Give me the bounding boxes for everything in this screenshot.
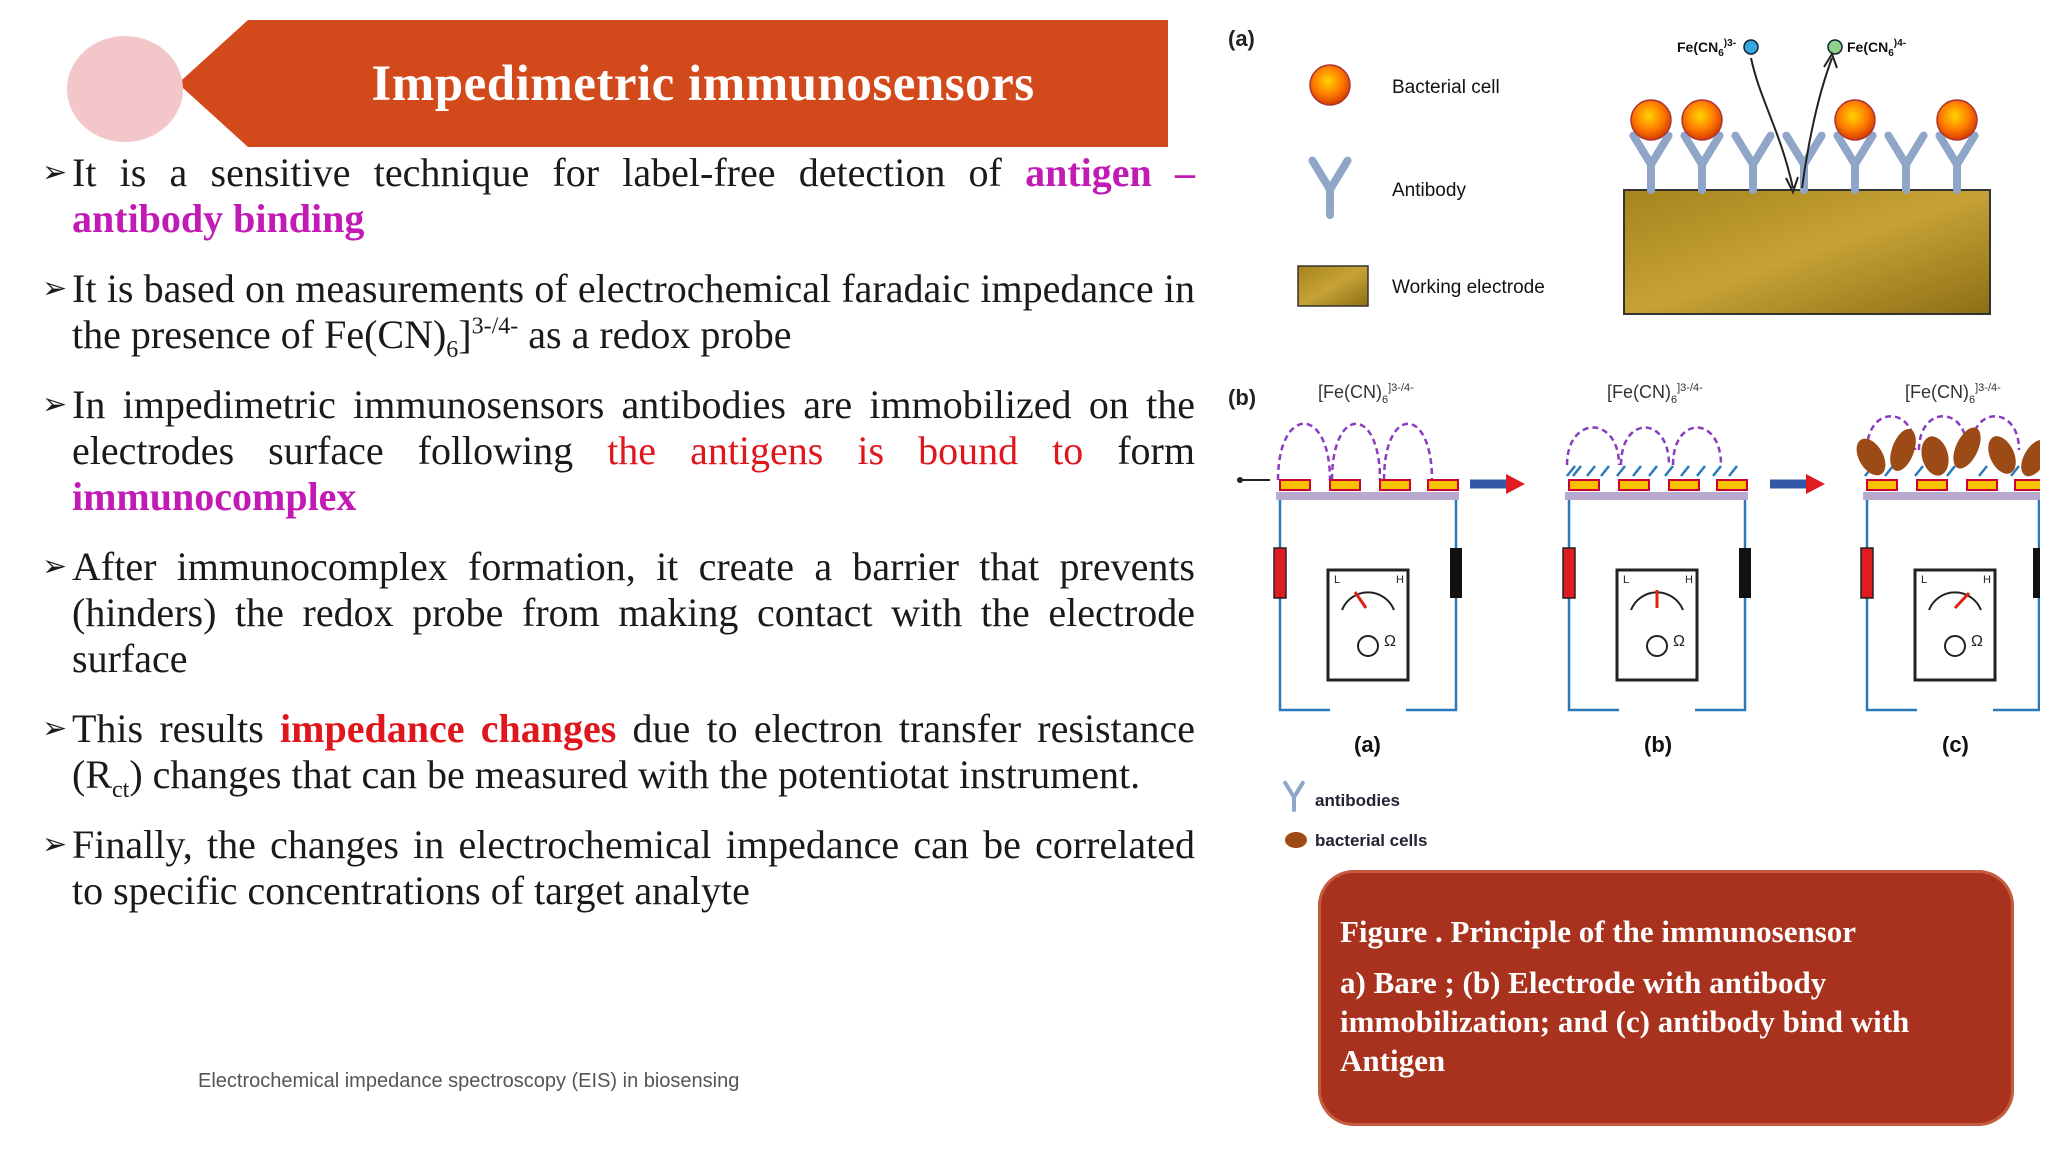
panel-b-label: (b) [1228,385,1256,410]
circuit-c: [Fe(CN)6]3-/4- L H Ω [1856,382,2040,712]
legend-antibodies-icon [1285,783,1303,810]
bullet-text: form [1083,428,1195,473]
svg-text:H: H [1983,574,1991,586]
bullet-text: ] [458,312,472,357]
svg-text:L: L [1334,574,1340,586]
svg-text:Ω: Ω [1384,633,1396,650]
bullet-text: In impedimetric immunosensors antibodies… [72,382,1195,473]
probe-arrow-out [1801,57,1833,189]
probe-ox-icon [1743,39,1759,55]
immunosensor-figure: (a) Bacterial cell Antibody Working elec… [1228,26,2040,850]
bullet-arrow-icon: ➢ [42,272,68,305]
legend-cell-icon [1309,64,1351,106]
legend-electrode-label: Working electrode [1392,277,1545,298]
bullet-highlight: the antigens is bound to [607,428,1084,473]
bullet-highlight: antigen – antibody binding [72,150,1195,241]
slide-title: Impedimetric immunosensors [371,55,1035,112]
probe-ox-label: Fe(CN6)3- [1677,38,1736,59]
svg-text:Ω: Ω [1673,633,1685,650]
step-label-c: (c) [1942,732,1969,757]
bullet-2: ➢ It is based on measurements of electro… [40,266,1195,362]
bullet-text: due to electron transfer resistance (R [72,706,1196,797]
subscript: 6 [446,337,459,363]
circuit-a: [Fe(CN)6]3-/4- L H Ω [1273,382,1462,712]
legend-antibody-label: Antibody [1392,180,1466,201]
caption-title: Figure . Principle of the immunosensor [1340,914,1857,949]
svg-text:H: H [1396,574,1404,586]
legend-cells-icon [1285,832,1307,848]
svg-text:L: L [1623,574,1629,586]
bullet-highlight: immunocomplex [72,474,357,519]
bullet-text: This results [72,706,281,751]
antibody-row [1633,136,1974,190]
bullet-3: ➢ In impedimetric immunosensors antibodi… [40,382,1195,520]
redox-label: [Fe(CN)6]3-/4- [1318,382,1414,406]
bullet-text: It is a sensitive technique for label-fr… [72,150,1026,195]
figure-caption: Figure . Principle of the immunosensor a… [1318,870,2014,1126]
bullet-arrow-icon: ➢ [42,828,68,861]
bullet-arrow-icon: ➢ [42,712,68,745]
bacterial-cells [1630,99,1978,141]
svg-text:L: L [1921,574,1927,586]
svg-text:Ω: Ω [1971,633,1983,650]
caption-body: a) Bare ; (b) Electrode with antibody im… [1340,965,1910,1078]
bullet-text: as a redox probe [518,312,792,357]
panel-a-label: (a) [1228,26,1255,51]
legend-antibody-icon [1312,161,1347,215]
bullet-6: ➢ Finally, the changes in electrochemica… [40,822,1195,914]
legend-antibodies-label: antibodies [1315,791,1400,810]
svg-text:H: H [1685,574,1693,586]
bullet-text: After immunocomplex formation, it create… [72,544,1195,681]
probe-arrow-in [1750,57,1794,189]
subscript: ct [112,777,130,803]
svg-text:[Fe(CN)6]3-/4-: [Fe(CN)6]3-/4- [1905,382,2001,406]
bullet-text: ) changes that can be measured with the … [129,752,1141,797]
bullet-highlight: impedance changes [280,706,617,751]
bullet-arrow-icon: ➢ [42,550,68,583]
slide-footer: Electrochemical impedance spectroscopy (… [198,1070,740,1092]
working-electrode [1623,189,1991,315]
bullet-text: Finally, the changes in electrochemical … [72,822,1195,913]
bullet-list: ➢ It is a sensitive technique for label-… [40,150,1195,938]
legend-cell-label: Bacterial cell [1392,77,1500,98]
decorative-circle [67,36,183,142]
probe-red-label: Fe(CN6)4- [1847,38,1906,59]
bullet-arrow-icon: ➢ [42,156,68,189]
step-label-b: (b) [1644,732,1672,757]
legend-electrode-icon [1297,265,1369,307]
bullet-5: ➢ This results impedance changes due to … [40,706,1196,802]
svg-text:[Fe(CN)6]3-/4-: [Fe(CN)6]3-/4- [1607,382,1703,406]
title-banner [178,20,1168,147]
bullet-1: ➢ It is a sensitive technique for label-… [40,150,1195,242]
circuit-b: [Fe(CN)6]3-/4- L H Ω [1562,382,1751,712]
bullet-text: It is based on measurements of electroch… [72,266,1195,357]
bullet-arrow-icon: ➢ [42,388,68,421]
probe-red-icon [1827,39,1843,55]
bullet-4: ➢ After immunocomplex formation, it crea… [40,544,1195,682]
step-label-a: (a) [1354,732,1381,757]
superscript: 3-/4- [471,313,519,340]
legend-cells-label: bacterial cells [1315,831,1427,850]
